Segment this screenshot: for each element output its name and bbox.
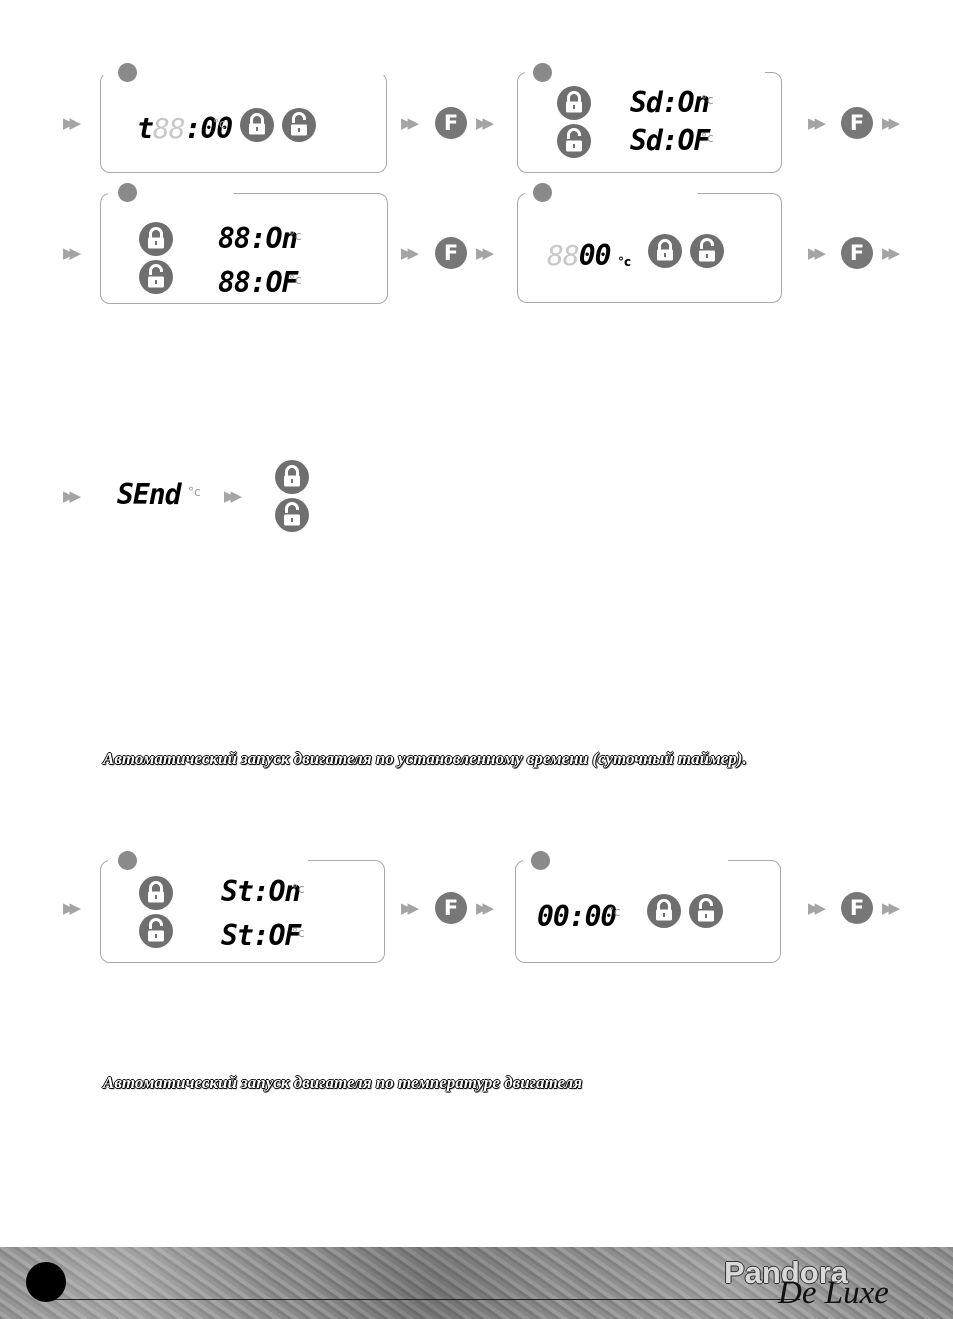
- page-footer: [0, 1247, 953, 1319]
- lcd-readout-off: 88:OF: [218, 266, 298, 299]
- lock-open-icon[interactable]: [690, 234, 724, 268]
- lock-open-icon[interactable]: [275, 498, 309, 532]
- lock-closed-icon[interactable]: [240, 108, 274, 142]
- arrow-icon: ▶▶: [476, 899, 494, 917]
- section-heading-timer: Автоматический запуск двигателя по устан…: [103, 749, 747, 768]
- f-button[interactable]: F: [841, 892, 873, 924]
- f-button[interactable]: F: [435, 892, 467, 924]
- section-heading-temperature: Автоматический запуск двигателя по темпе…: [103, 1073, 583, 1092]
- arrow-icon: ▶▶: [224, 487, 242, 505]
- lcd-readout-on: St:On: [221, 875, 301, 908]
- arrow-icon: ▶▶: [882, 899, 900, 917]
- lcd-readout-off: Sd:OF: [630, 124, 710, 157]
- lock-closed-icon[interactable]: [275, 460, 309, 494]
- lcd-readout: 8800: [547, 239, 611, 272]
- lock-open-icon[interactable]: [689, 894, 723, 928]
- arrow-icon: ▶▶: [808, 114, 826, 132]
- lock-open-icon[interactable]: [557, 124, 591, 158]
- arrow-icon: ▶▶: [808, 244, 826, 262]
- arrow-icon: ▶▶: [401, 114, 419, 132]
- f-button[interactable]: F: [435, 107, 467, 139]
- arrow-icon: ▶▶: [63, 114, 81, 132]
- brand-logo: Pandora: [724, 1255, 849, 1290]
- lcd-readout-send: SEnd: [117, 478, 181, 511]
- arrow-icon: ▶▶: [882, 114, 900, 132]
- arrow-icon: ▶▶: [882, 244, 900, 262]
- f-button[interactable]: F: [841, 237, 873, 269]
- temperature-unit: °c: [289, 273, 302, 287]
- lcd-readout: t88:00: [137, 112, 233, 145]
- temperature-unit: °c: [292, 882, 305, 896]
- temperature-unit: °c: [618, 255, 632, 269]
- arrow-icon: ▶▶: [401, 244, 419, 262]
- step-marker: [118, 183, 137, 202]
- arrow-icon: ▶▶: [63, 244, 81, 262]
- f-button[interactable]: F: [841, 107, 873, 139]
- lock-open-icon[interactable]: [282, 108, 316, 142]
- page-number-marker: [26, 1262, 66, 1302]
- lock-closed-icon[interactable]: [557, 86, 591, 120]
- temperature-unit: °c: [701, 93, 714, 107]
- lcd-readout-clock: 00:00: [537, 900, 617, 933]
- step-marker: [118, 851, 137, 870]
- display-panel-sd: [517, 72, 782, 173]
- arrow-icon: ▶▶: [476, 244, 494, 262]
- arrow-icon: ▶▶: [401, 899, 419, 917]
- lcd-readout-on: 88:On: [218, 222, 298, 255]
- brand-logo-subtitle: De Luxe: [778, 1275, 889, 1311]
- step-marker: [533, 63, 552, 82]
- lock-closed-icon[interactable]: [647, 894, 681, 928]
- arrow-icon: ▶▶: [63, 487, 81, 505]
- f-button[interactable]: F: [435, 237, 467, 269]
- temperature-unit: °c: [289, 229, 302, 243]
- temperature-unit: °c: [188, 485, 201, 499]
- arrow-icon: ▶▶: [476, 114, 494, 132]
- step-marker: [533, 183, 552, 202]
- lock-open-icon[interactable]: [139, 260, 173, 294]
- temperature-unit: °c: [213, 117, 226, 131]
- step-marker: [118, 63, 137, 82]
- step-marker: [531, 851, 550, 870]
- temperature-unit: °c: [701, 131, 714, 145]
- lock-closed-icon[interactable]: [139, 876, 173, 910]
- lock-open-icon[interactable]: [139, 914, 173, 948]
- temperature-unit: °c: [292, 926, 305, 940]
- lock-closed-icon[interactable]: [648, 234, 682, 268]
- footer-divider: [40, 1299, 800, 1300]
- arrow-icon: ▶▶: [63, 899, 81, 917]
- lcd-readout-on: Sd:On: [630, 86, 710, 119]
- temperature-unit: °c: [608, 905, 621, 919]
- lock-closed-icon[interactable]: [139, 222, 173, 256]
- arrow-icon: ▶▶: [808, 899, 826, 917]
- lcd-readout-off: St:OF: [221, 919, 301, 952]
